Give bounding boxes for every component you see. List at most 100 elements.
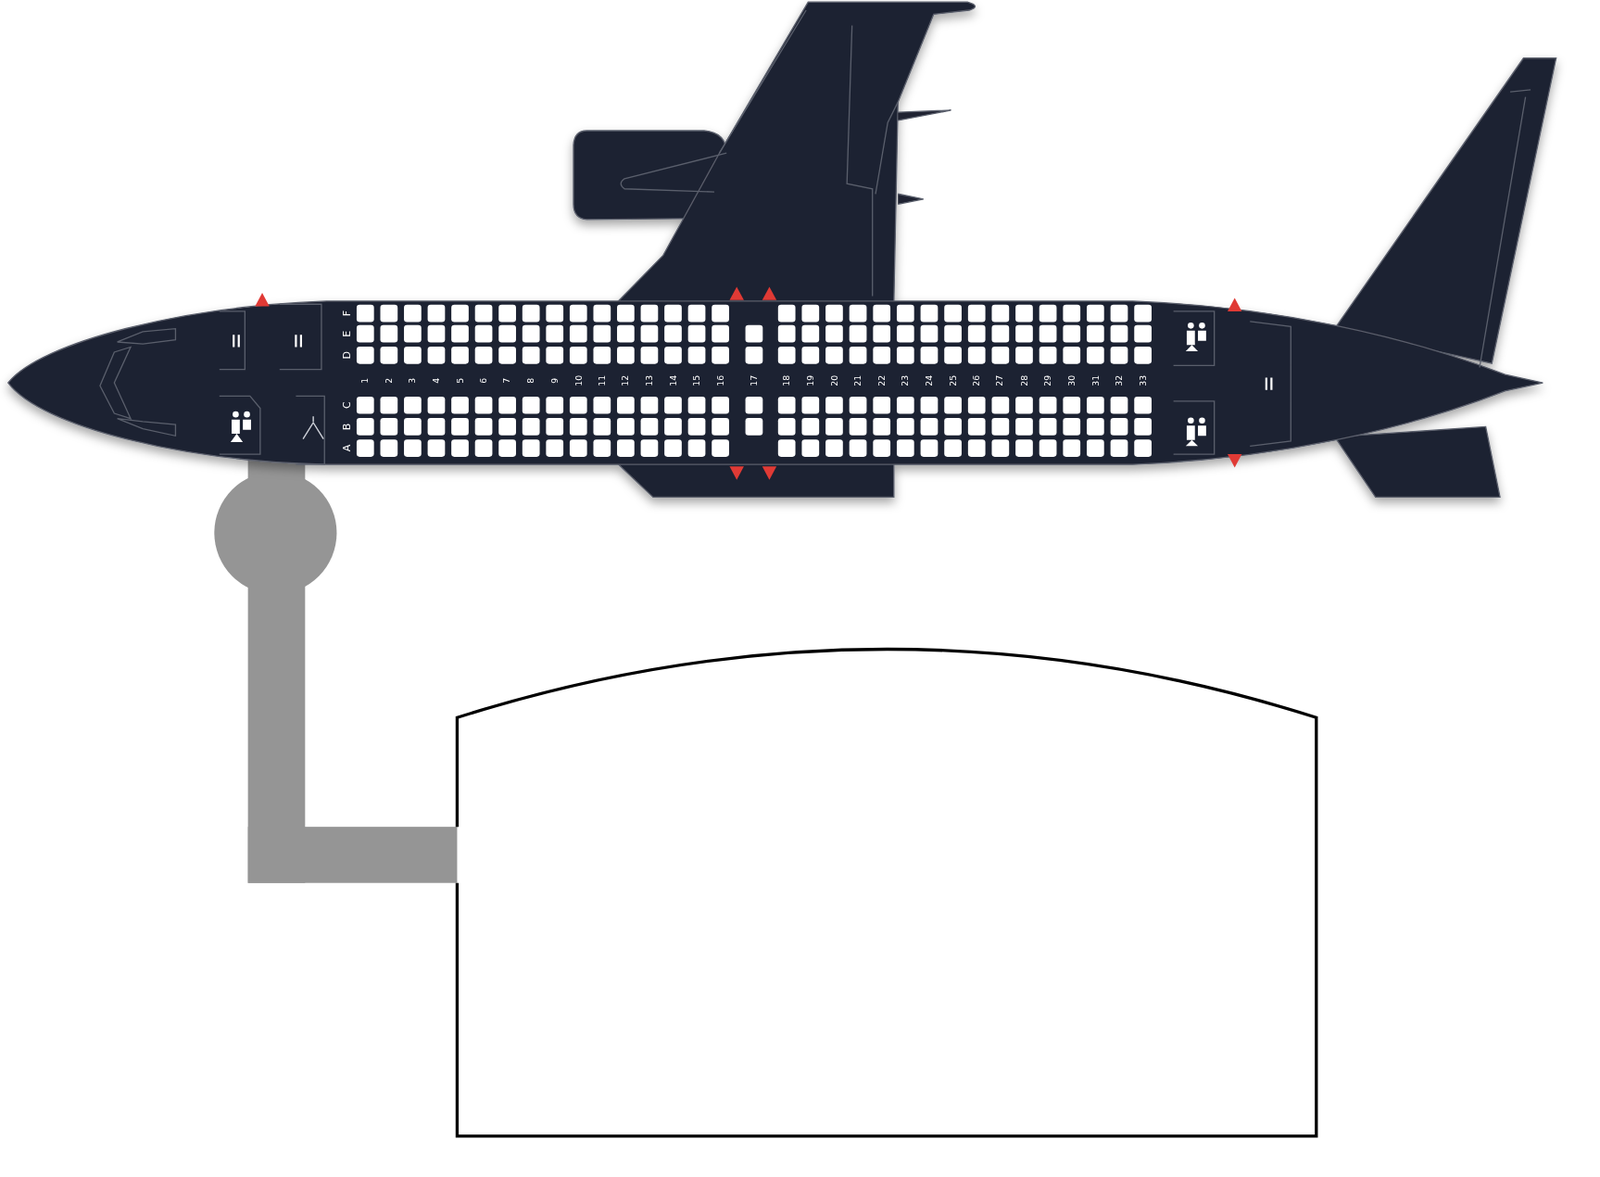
seat <box>896 325 915 343</box>
seat <box>1039 346 1058 365</box>
seat <box>872 396 891 415</box>
hanger-icon <box>302 415 324 439</box>
seat <box>403 439 422 457</box>
seat <box>379 396 398 415</box>
row-number: 4 <box>431 377 441 384</box>
row-number: 16 <box>716 375 725 387</box>
seat <box>403 417 422 436</box>
seat <box>1133 439 1152 457</box>
row-number: 10 <box>574 375 583 387</box>
seat <box>968 346 986 365</box>
seat <box>1062 304 1081 323</box>
seat <box>475 396 493 415</box>
row-number: 2 <box>384 377 393 384</box>
seat <box>592 396 611 415</box>
seat-letter: E <box>341 330 353 338</box>
seat <box>356 439 375 457</box>
seat <box>849 346 868 365</box>
seat <box>617 304 635 323</box>
seat <box>872 439 891 457</box>
seat <box>379 346 398 365</box>
seat <box>545 439 564 457</box>
seat <box>849 325 868 343</box>
seat <box>1015 439 1034 457</box>
jet-bridge <box>214 459 457 883</box>
seat <box>920 346 939 365</box>
seat <box>1062 325 1081 343</box>
seat <box>664 396 682 415</box>
seat <box>379 325 398 343</box>
seat <box>688 304 706 323</box>
seat <box>592 417 611 436</box>
seat <box>592 439 611 457</box>
seat-letter: B <box>341 423 353 431</box>
seat <box>569 439 588 457</box>
seat <box>849 396 868 415</box>
seat <box>825 346 844 365</box>
seat <box>920 439 939 457</box>
seat <box>428 439 446 457</box>
row-number: 26 <box>972 375 982 387</box>
seat <box>944 325 962 343</box>
seat <box>920 417 939 436</box>
seat-letter: D <box>341 351 353 359</box>
row-number: 8 <box>526 377 535 384</box>
seat <box>592 325 611 343</box>
seat <box>1062 439 1081 457</box>
seat <box>617 417 635 436</box>
seat <box>991 325 1009 343</box>
seat <box>920 396 939 415</box>
seat <box>664 304 682 323</box>
seat <box>428 304 446 323</box>
seat <box>641 396 659 415</box>
seat-grid <box>356 304 1152 457</box>
seat <box>1110 439 1129 457</box>
amenity-icons <box>230 322 1273 446</box>
seat <box>522 417 541 436</box>
seat <box>968 325 986 343</box>
seat <box>545 304 564 323</box>
seat <box>991 417 1009 436</box>
seat <box>475 346 493 365</box>
lavatory-icon <box>230 322 1207 446</box>
fuselage <box>8 301 1544 465</box>
seat <box>592 346 611 365</box>
seat <box>475 417 493 436</box>
seat <box>617 396 635 415</box>
seat <box>664 417 682 436</box>
seat <box>1086 396 1105 415</box>
row-number: 22 <box>877 375 886 387</box>
seat <box>1086 439 1105 457</box>
seat <box>688 396 706 415</box>
seat <box>1039 417 1058 436</box>
seat <box>1062 417 1081 436</box>
seat <box>711 439 730 457</box>
row-number: 7 <box>503 377 512 384</box>
seat <box>1133 325 1152 343</box>
seat <box>475 304 493 323</box>
seat <box>801 417 819 436</box>
seat <box>498 439 517 457</box>
seat <box>498 346 517 365</box>
stabilizer <box>1335 426 1500 497</box>
seat <box>403 325 422 343</box>
seat <box>745 346 764 365</box>
seat <box>545 396 564 415</box>
seat <box>896 439 915 457</box>
seat <box>617 325 635 343</box>
seat <box>991 346 1009 365</box>
seat <box>428 325 446 343</box>
seat <box>778 439 796 457</box>
seat <box>944 304 962 323</box>
row-number: 1 <box>361 377 370 384</box>
seat <box>896 346 915 365</box>
seat <box>825 439 844 457</box>
row-number: 5 <box>455 377 465 384</box>
exit-markers <box>254 286 1242 479</box>
seat <box>778 396 796 415</box>
seat <box>778 304 796 323</box>
seat <box>1015 417 1034 436</box>
seat <box>1133 417 1152 436</box>
row-number: 6 <box>478 377 488 384</box>
